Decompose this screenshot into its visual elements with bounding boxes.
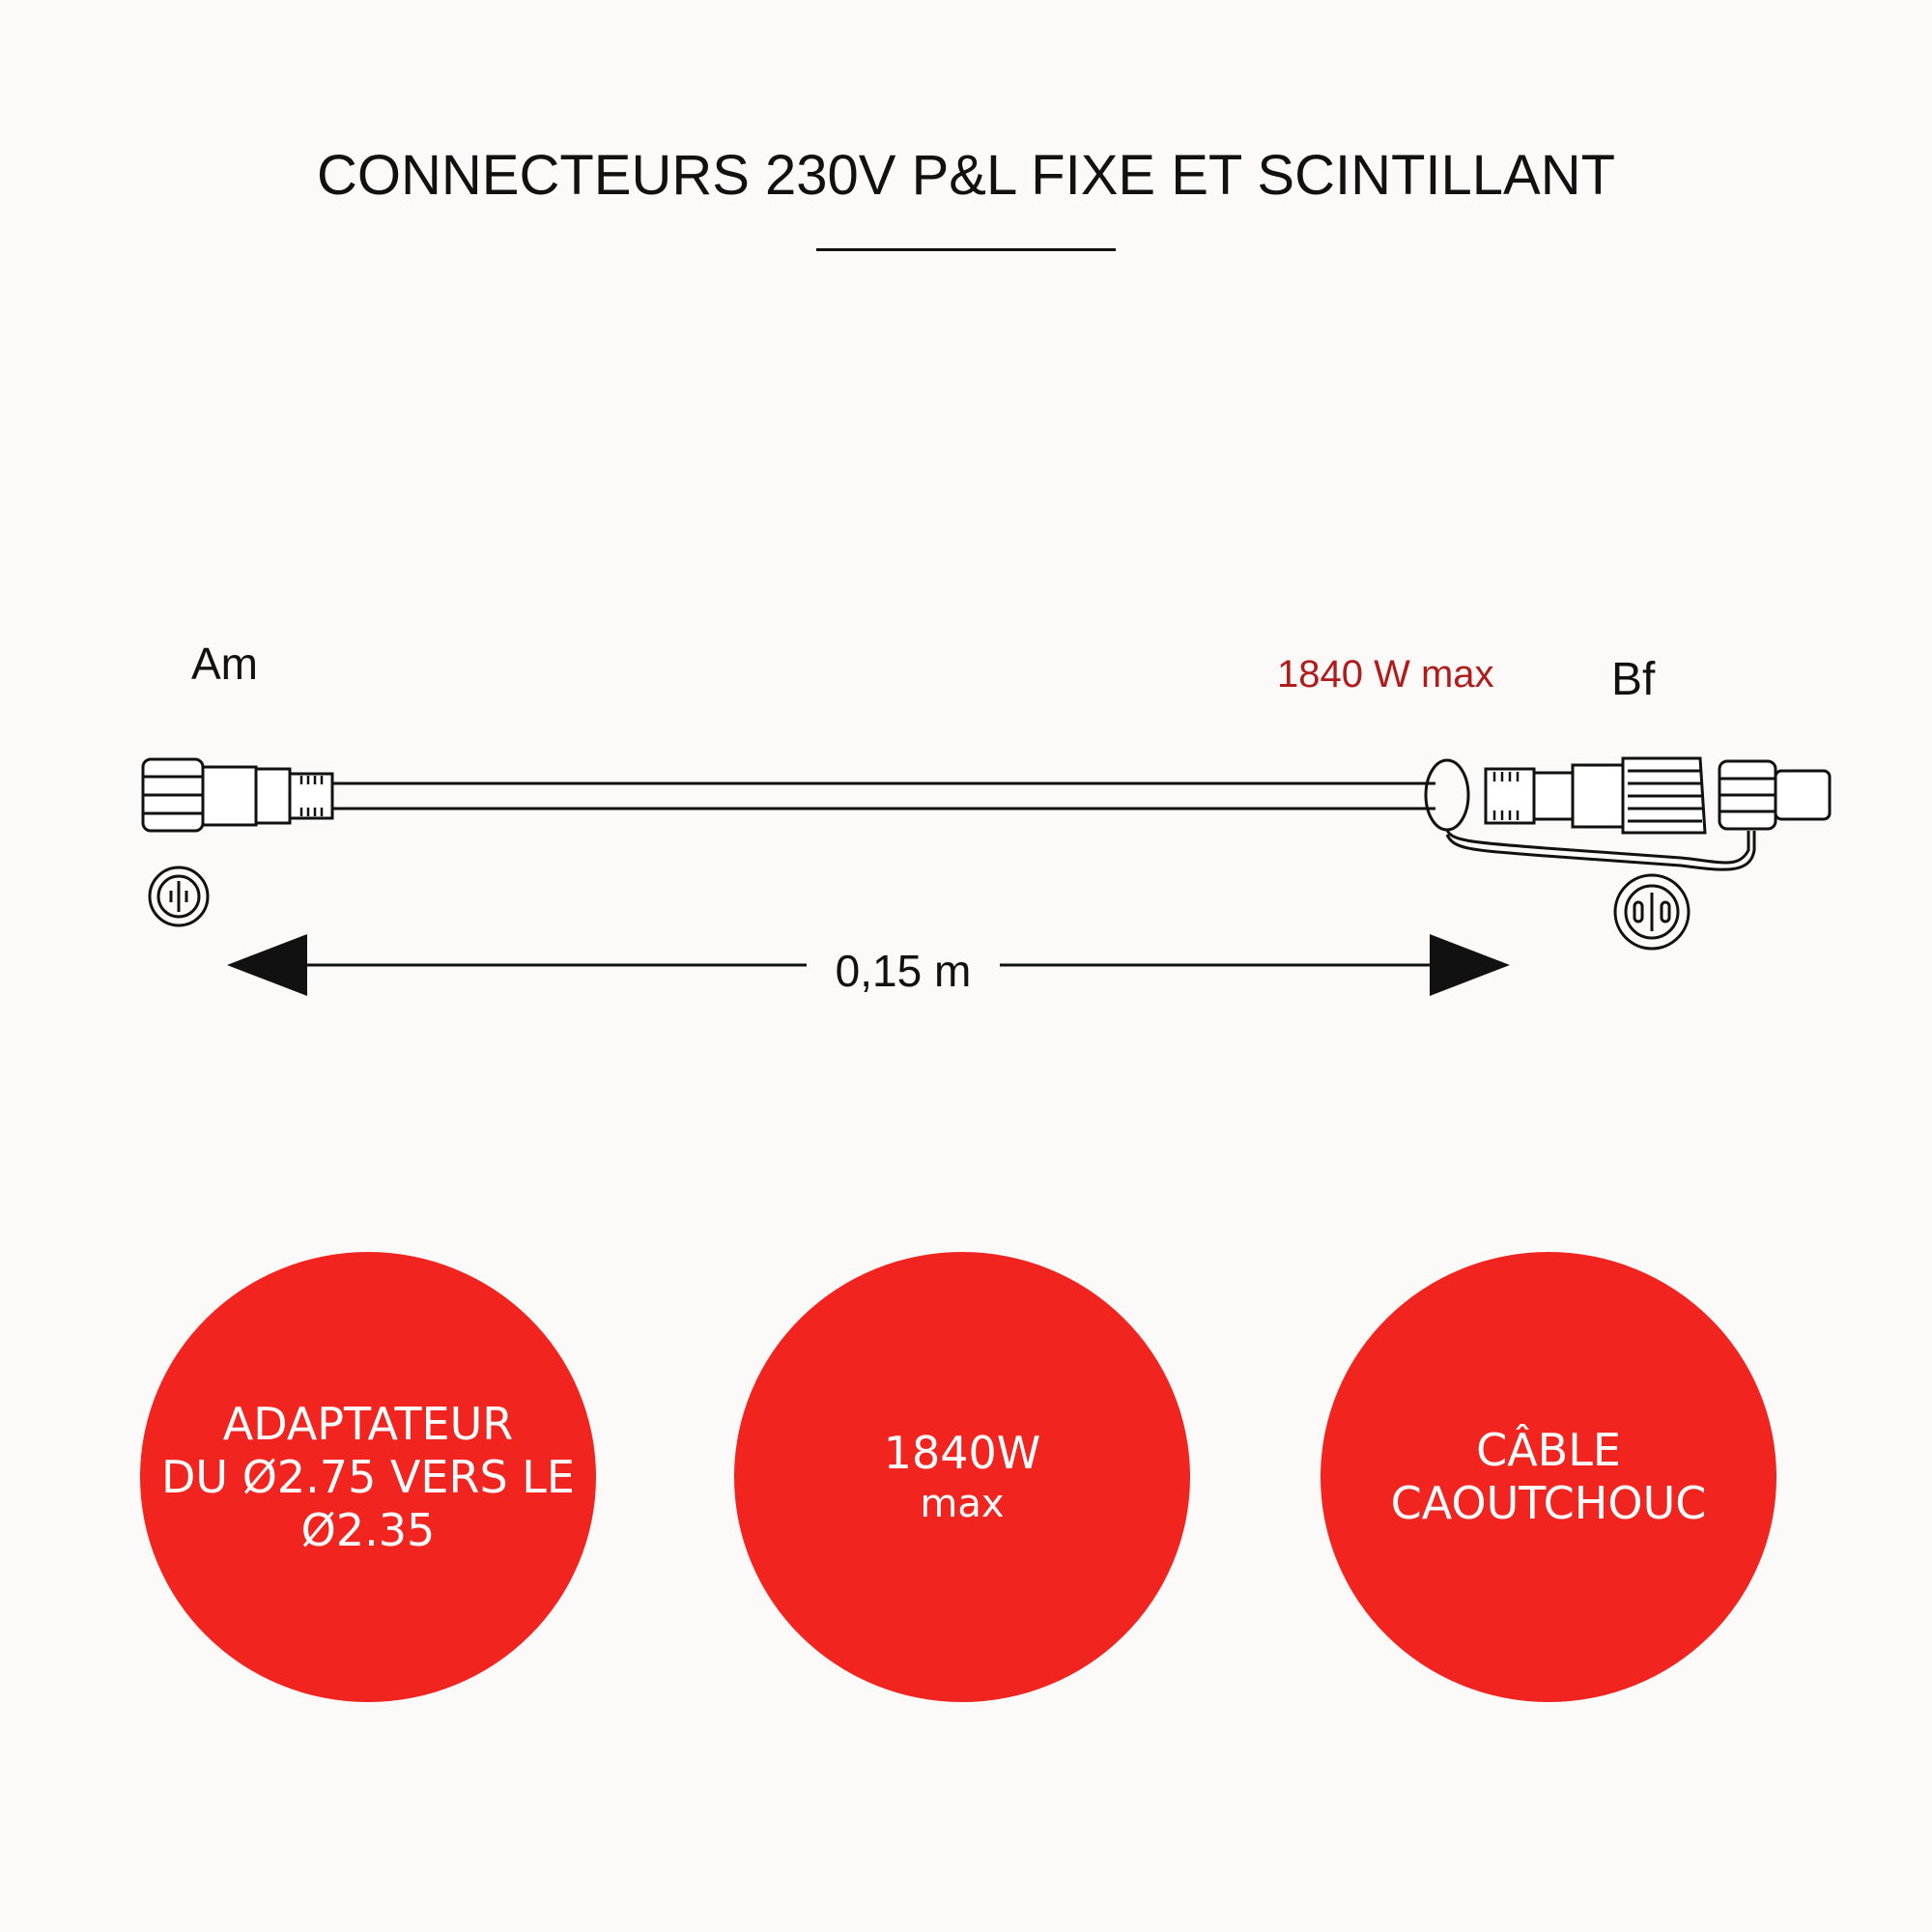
power-rating-label: 1840 W max (1277, 653, 1494, 696)
female-connector-label: Bf (1611, 654, 1656, 705)
badge-line: CÂBLE (1476, 1424, 1621, 1476)
feature-badge-adapter: ADAPTATEUR DU Ø2.75 VERS LE Ø2.35 (140, 1252, 596, 1702)
arrow-right-head-icon (1430, 934, 1510, 996)
length-label: 0,15 m (807, 945, 1000, 997)
badge-line: ADAPTATEUR (222, 1397, 514, 1450)
male-connector-icon (141, 757, 334, 833)
male-plug-face-icon (148, 866, 210, 927)
cable-line (332, 781, 1435, 810)
badge-line: CAOUTCHOUC (1390, 1477, 1707, 1529)
badge-line: 1840W (883, 1426, 1041, 1479)
page-title: CONNECTEURS 230V P&L FIXE ET SCINTILLANT (316, 144, 1616, 207)
arrow-left-head-icon (227, 934, 307, 996)
badge-line: Ø2.35 (300, 1503, 436, 1556)
feature-badge-power: 1840W max (734, 1252, 1190, 1702)
female-connector-icon (1424, 756, 1832, 871)
feature-badge-cable: CÂBLE CAOUTCHOUC (1321, 1252, 1776, 1702)
male-connector-label: Am (191, 639, 258, 689)
badge-line: DU Ø2.75 VERS LE (161, 1450, 575, 1503)
badge-subline: max (920, 1481, 1005, 1526)
female-plug-face-icon (1613, 873, 1690, 951)
title-underline (816, 248, 1116, 251)
